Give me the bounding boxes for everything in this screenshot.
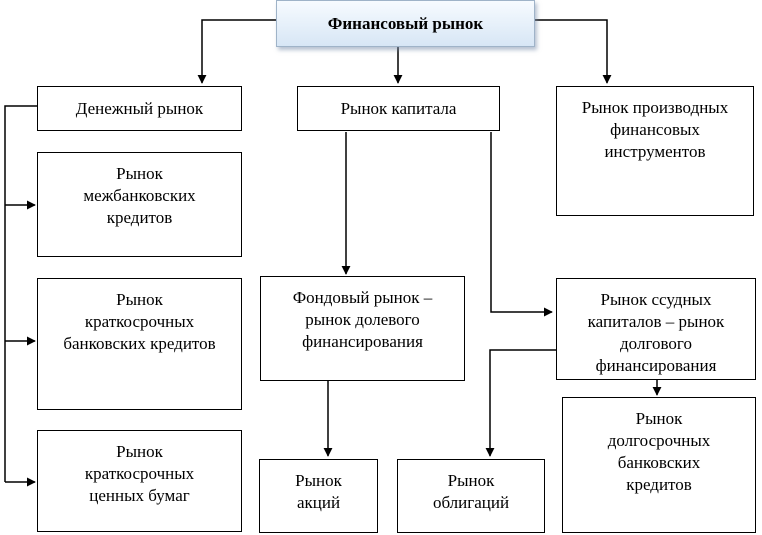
bonds-market-label: Рынок облигаций xyxy=(432,471,510,512)
money-market-bracket xyxy=(4,105,38,482)
loan-capital-market-label: Рынок ссудных капиталов – рынок долговог… xyxy=(587,290,725,375)
box-shares-market: Рынок акций xyxy=(259,459,378,533)
root-financial-market: Финансовый рынок xyxy=(276,0,535,47)
box-stock-market: Фондовый рынок – рынок долевого финансир… xyxy=(260,276,465,381)
box-long-term-bank-loans: Рынок долгосрочных банковских кредитов xyxy=(562,397,756,533)
box-money-market: Денежный рынок xyxy=(37,86,242,131)
arrow-to-loan-capital xyxy=(490,132,553,317)
short-term-securities-label: Рынок краткосрочных ценных бумаг xyxy=(84,442,195,505)
box-loan-capital-market: Рынок ссудных капиталов – рынок долговог… xyxy=(556,278,756,380)
box-bonds-market: Рынок облигаций xyxy=(397,459,545,533)
arrow-root-to-derivatives xyxy=(535,19,612,84)
interbank-loans-label: Рынок межбанковских кредитов xyxy=(83,164,196,227)
long-term-bank-loans-label: Рынок долгосрочных банковских кредитов xyxy=(607,409,711,494)
arrow-root-to-money-market xyxy=(197,19,276,84)
root-label: Финансовый рынок xyxy=(327,13,484,33)
box-short-term-bank-loans: Рынок краткосрочных банковских кредитов xyxy=(37,278,242,410)
box-interbank-loans: Рынок межбанковских кредитов xyxy=(37,152,242,257)
derivatives-market-label: Рынок производных финансовых инструменто… xyxy=(581,98,729,161)
short-term-bank-loans-label: Рынок краткосрочных банковских кредитов xyxy=(63,290,216,353)
money-market-label: Денежный рынок xyxy=(75,98,204,118)
box-derivatives-market: Рынок производных финансовых инструменто… xyxy=(556,86,754,216)
box-capital-market: Рынок капитала xyxy=(297,86,500,131)
shares-market-label: Рынок акций xyxy=(295,471,342,512)
stock-market-label: Фондовый рынок – рынок долевого финансир… xyxy=(292,288,433,351)
arrow-to-bonds xyxy=(485,349,558,457)
box-short-term-securities: Рынок краткосрочных ценных бумаг xyxy=(37,430,242,532)
capital-market-label: Рынок капитала xyxy=(340,98,457,118)
